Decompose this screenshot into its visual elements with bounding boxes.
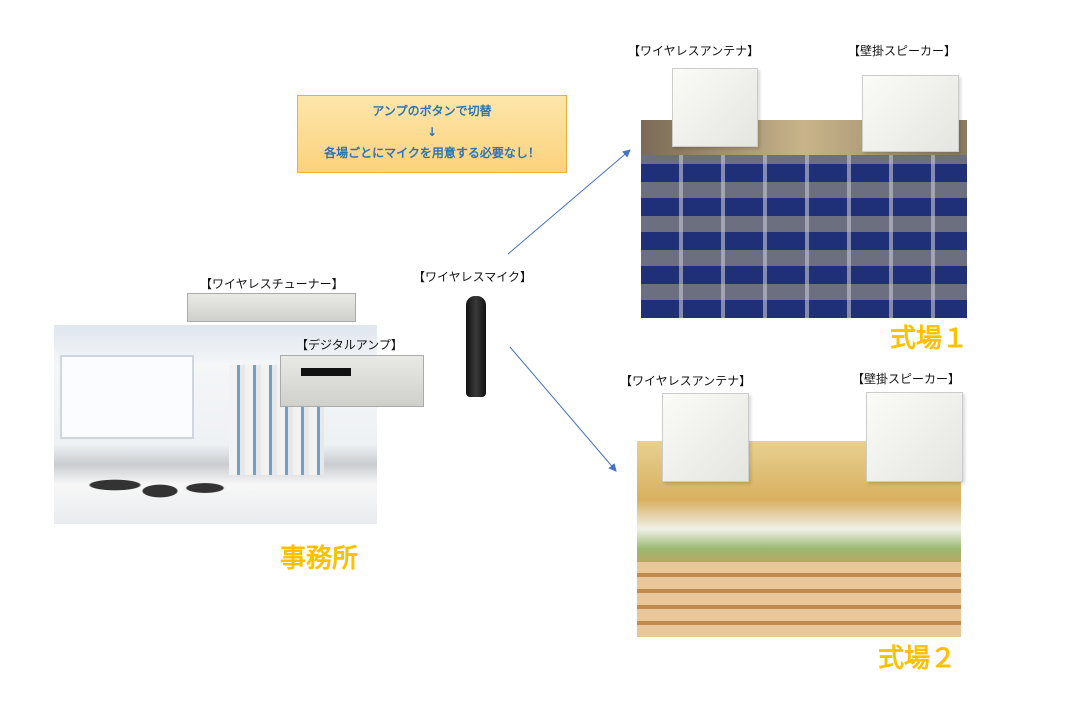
wireless-mic bbox=[466, 296, 486, 397]
digital-amp bbox=[280, 355, 424, 407]
venue-hall2: 式場２ bbox=[878, 644, 957, 674]
callout-arrow: ↓ bbox=[426, 125, 438, 139]
label-speaker-2: 【壁掛スピーカー】 bbox=[852, 372, 961, 386]
venue-office: 事務所 bbox=[280, 544, 359, 574]
callout-box: アンプのボタンで切替 ↓ 各場ごとにマイクを用意する必要なし！ bbox=[297, 95, 567, 173]
label-mic: 【ワイヤレスマイク】 bbox=[413, 270, 533, 284]
arrow-to-hall1 bbox=[507, 149, 631, 255]
wall-speaker-1 bbox=[862, 75, 959, 152]
venue-hall1: 式場１ bbox=[890, 324, 969, 354]
wireless-tuner bbox=[187, 293, 356, 322]
callout-line2: 各場ごとにマイクを用意する必要なし！ bbox=[324, 146, 540, 160]
label-amp: 【デジタルアンプ】 bbox=[296, 338, 403, 352]
wireless-antenna-2 bbox=[662, 393, 749, 482]
label-tuner: 【ワイヤレスチューナー】 bbox=[200, 277, 344, 291]
arrow-to-hall2 bbox=[509, 346, 617, 472]
wireless-antenna-1 bbox=[672, 68, 758, 147]
label-antenna-1: 【ワイヤレスアンテナ】 bbox=[628, 44, 760, 58]
wall-speaker-2 bbox=[866, 392, 963, 482]
callout-line1: アンプのボタンで切替 bbox=[372, 104, 492, 118]
label-antenna-2: 【ワイヤレスアンテナ】 bbox=[620, 374, 752, 388]
label-speaker-1: 【壁掛スピーカー】 bbox=[848, 44, 957, 58]
